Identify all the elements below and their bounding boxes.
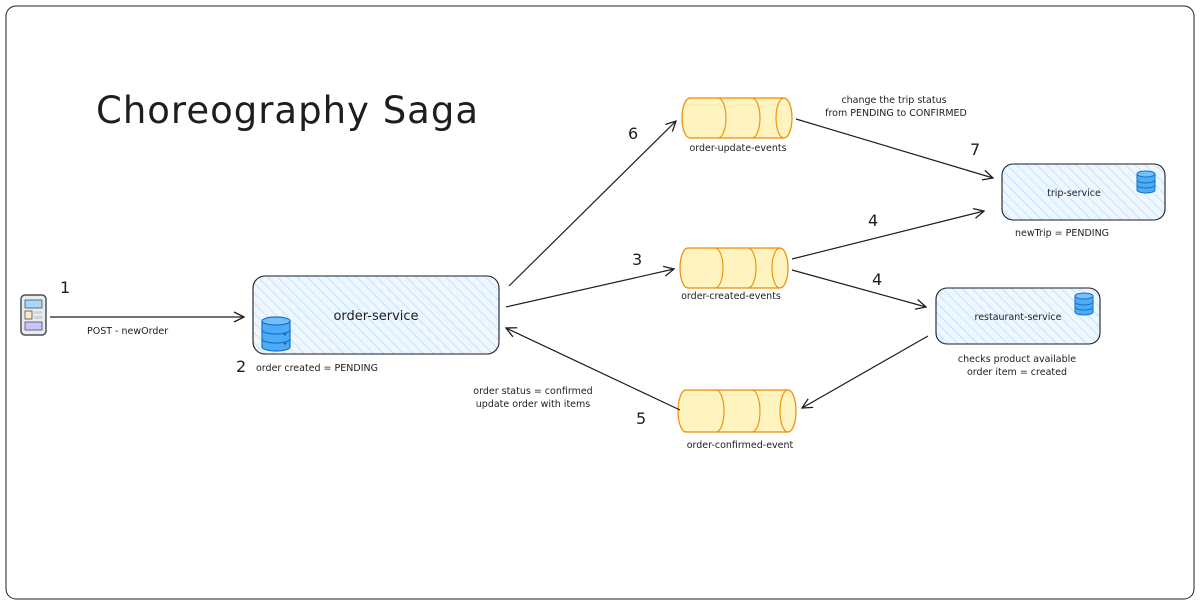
- arrow-confirmed-event-to-order-service: [506, 328, 681, 411]
- diagram-title: Choreography Saga: [96, 89, 479, 132]
- queue-order-confirmed-event: [677, 389, 797, 433]
- arrow-order-service-to-created-events: [505, 269, 674, 308]
- request-label: POST - newOrder: [87, 326, 168, 337]
- trip-service-node: trip-service: [1001, 163, 1166, 221]
- database-icon: [1136, 170, 1156, 194]
- arrow-restaurant-service-to-confirmed-event: [802, 335, 929, 408]
- restaurant-service-node: restaurant-service: [935, 287, 1101, 345]
- step-3-label: 3: [632, 250, 642, 269]
- arrow-created-events-to-restaurant-service: [791, 269, 926, 307]
- queue-confirmed-label: order-confirmed-event: [687, 440, 794, 451]
- queue-created-label: order-created-events: [681, 291, 781, 302]
- database-icon: [261, 316, 291, 352]
- mobile-phone-icon: [20, 294, 47, 336]
- order-service-node: order-service: [252, 275, 500, 355]
- trip-status-note-line1: change the trip status: [841, 95, 946, 106]
- database-icon: [1074, 292, 1094, 316]
- arrow-created-events-to-trip-service: [791, 211, 984, 260]
- restaurant-service-label: restaurant-service: [975, 312, 1062, 323]
- order-service-label: order-service: [333, 309, 418, 324]
- trip-service-note: newTrip = PENDING: [1015, 228, 1109, 239]
- order-status-note-line1: order status = confirmed: [473, 386, 592, 397]
- trip-service-label: trip-service: [1047, 188, 1101, 199]
- order-status-note-line2: update order with items: [476, 399, 590, 410]
- step-4-trip-label: 4: [868, 211, 878, 230]
- step-2-label: 2: [236, 357, 246, 376]
- diagram-frame: [5, 5, 1195, 600]
- step-7-label: 7: [970, 140, 980, 159]
- arrow-update-events-to-trip-service: [795, 118, 993, 178]
- step-6-label: 6: [628, 124, 638, 143]
- restaurant-note-line2: order item = created: [967, 367, 1067, 378]
- queue-order-update-events: [681, 97, 793, 139]
- queue-update-label: order-update-events: [689, 143, 786, 154]
- queue-order-created-events: [679, 247, 789, 289]
- arrow-order-service-to-update-events: [508, 121, 676, 287]
- step-5-label: 5: [636, 409, 646, 428]
- trip-status-note-line2: from PENDING to CONFIRMED: [825, 108, 967, 119]
- order-service-note: order created = PENDING: [256, 363, 378, 374]
- step-4-restaurant-label: 4: [872, 270, 882, 289]
- step-1-label: 1: [60, 278, 70, 297]
- restaurant-note-line1: checks product available: [958, 354, 1076, 365]
